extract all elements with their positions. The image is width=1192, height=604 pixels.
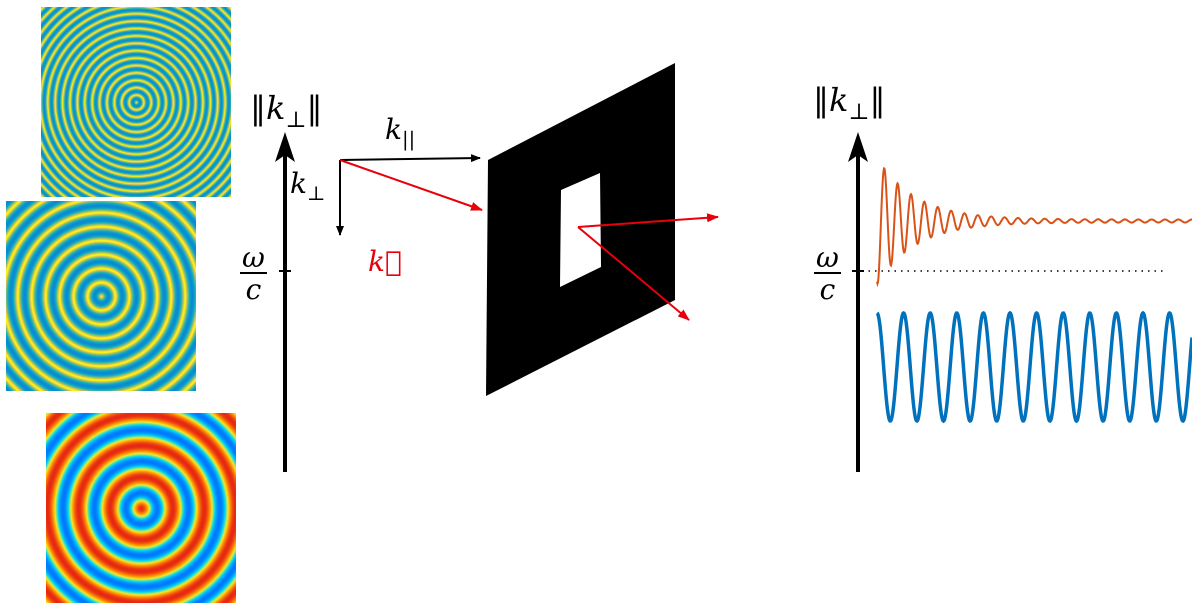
k-vector-arrow (339, 159, 483, 211)
left-axis-arrowhead (275, 132, 295, 162)
k-vector-label: k⃗ (368, 245, 402, 278)
interference-pattern-coarse (46, 413, 236, 603)
right-axis-label: ‖k⊥‖ (813, 81, 886, 125)
k-perp-label: k⊥ (290, 167, 326, 205)
right-axis-omega-over-c: ω c (814, 241, 841, 306)
interference-pattern-fine (41, 7, 231, 197)
interference-pattern-medium (6, 201, 196, 391)
right-axis-arrowhead (848, 132, 868, 162)
left-axis-label: ‖k⊥‖ (250, 89, 323, 133)
decaying-oscillation-curve (876, 166, 1192, 288)
left-axis-omega-over-c: ω c (240, 241, 267, 306)
k-parallel-arrow (339, 154, 481, 163)
transmitted-ray-2 (577, 226, 690, 321)
k-parallel-label: k|| (385, 113, 416, 151)
transmitted-ray-1 (577, 213, 719, 228)
propagating-oscillation-curve (875, 310, 1192, 424)
